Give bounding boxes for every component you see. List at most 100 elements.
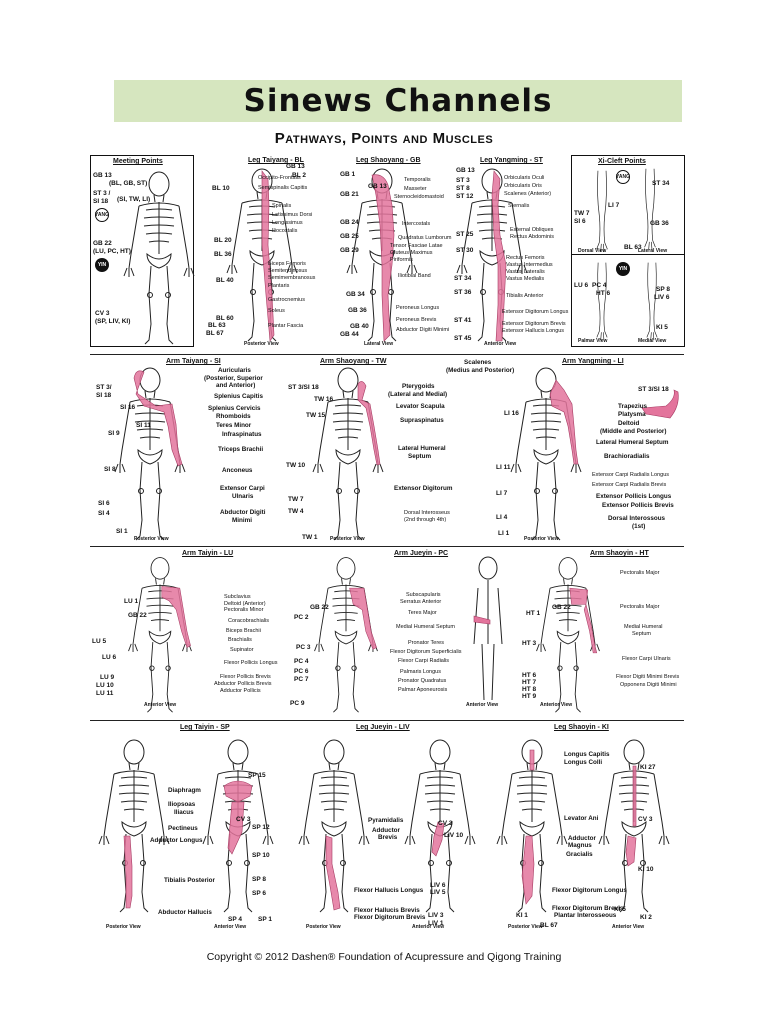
point-label: BL 63 — [624, 244, 642, 251]
panel-title: Leg Shaoyang - GB — [356, 157, 421, 164]
muscle-label: Pectoralis Major — [620, 604, 660, 610]
panel-title: Leg Yangming - ST — [480, 157, 543, 164]
muscle-label: Septum — [632, 631, 651, 637]
muscle-label: Teres Minor — [216, 422, 252, 429]
panel-title: Arm Shaoyang - TW — [320, 358, 387, 365]
muscle-label: Brachioradialis — [604, 453, 650, 460]
point-label: GB 29 — [340, 247, 359, 254]
muscle-label: Pectoralis Minor — [224, 607, 264, 613]
point-label: GB 13 — [456, 167, 475, 174]
muscle-label: Scalenes (Anterior) — [504, 191, 552, 197]
point-label: LI 7 — [496, 490, 508, 497]
skeleton-figure — [202, 739, 274, 913]
muscle-label: Spinalis — [272, 203, 292, 209]
point-label: ST 36 — [454, 289, 472, 296]
channel-highlight — [625, 765, 637, 867]
muscle-label: Extensor Carpi Radialis Longus — [592, 472, 670, 478]
muscle-label: Pronator Teres — [408, 640, 444, 646]
point-label: ST 30 — [456, 247, 474, 254]
muscle-label: Iliocostalis — [272, 228, 298, 234]
point-label: GB 13 — [368, 183, 387, 190]
muscle-label: Intercostals — [402, 221, 431, 227]
panel-leg-taiyang-bl: Leg Taiyang - BL GB 13 BL 2 BL 10 BL 20 … — [196, 155, 336, 347]
point-label: GB 40 — [350, 323, 369, 330]
point-label: TW 7 — [574, 210, 590, 217]
skeleton-figure — [536, 557, 600, 713]
muscle-label: Medial Humeral — [624, 624, 663, 630]
point-label: PC 9 — [290, 700, 305, 707]
point-label: ST 25 — [456, 231, 474, 238]
channel-highlight — [133, 370, 183, 467]
point-label: GB 22 — [310, 604, 329, 611]
point-label: ST 41 — [454, 317, 472, 324]
point-label: PC 6 — [294, 668, 309, 675]
muscle-label: Peroneus Brevis — [396, 317, 437, 323]
point-label: LU 10 — [96, 682, 114, 689]
muscle-label: Infraspinatus — [222, 431, 262, 438]
muscle-label: Pronator Quadratus — [398, 678, 447, 684]
meeting-skeleton — [123, 171, 195, 345]
point-label: (LU, PC, HT) — [93, 248, 131, 255]
muscle-label: Flexor Carpi Ulnaris — [622, 656, 671, 662]
channel-highlight — [261, 170, 275, 342]
muscle-label: Opponens Digiti Minimi — [620, 682, 677, 688]
point-label: GB 44 — [340, 331, 359, 338]
page-title: Sinews Channels — [243, 83, 553, 119]
yin-badge: YIN — [616, 262, 630, 276]
point-label: PC 2 — [294, 614, 309, 621]
view-label: Anterior View — [540, 702, 573, 708]
muscle-label: Anconeus — [222, 467, 253, 474]
point-label: GB 13 — [93, 172, 112, 179]
muscle-label: Pyramidalis — [368, 817, 404, 824]
point-label: HT 8 — [522, 686, 537, 693]
point-label: TW 10 — [286, 462, 306, 469]
point-label: PC 4 — [294, 658, 309, 665]
muscle-label: Flexor Digitorum Brevis — [552, 905, 624, 912]
head-highlight — [641, 389, 679, 419]
muscle-label: Lateral Humeral — [398, 445, 446, 452]
skeleton-figure — [404, 739, 476, 913]
point-label: CV 3 — [95, 310, 110, 317]
muscle-label: Dorsal Interossous — [608, 515, 666, 522]
muscle-label: Flexor Pollicis Longus — [224, 660, 278, 666]
muscle-label: Brevis — [378, 834, 398, 841]
point-label: SP 12 — [252, 824, 270, 831]
panel-title: Leg Taiyang - BL — [248, 157, 304, 164]
muscle-label: (Middle and Posterior) — [600, 428, 667, 435]
point-label: TW 4 — [288, 508, 304, 515]
point-label: GB 22 — [93, 240, 112, 247]
point-label: SI 9 — [108, 430, 120, 437]
muscle-label: Flexor Digitorum Superficialis — [390, 649, 462, 655]
muscle-label: Lateral Humeral Septum — [596, 439, 669, 446]
skeleton-figure — [456, 168, 528, 342]
skeleton-figure — [98, 739, 170, 913]
skeleton-figure — [314, 557, 378, 713]
muscle-label: (Posterior, Superior — [204, 375, 263, 382]
point-label: ST 3 — [456, 177, 470, 184]
panel-title: Leg Jueyin - LIV — [356, 724, 410, 731]
view-label: Dorsal View — [578, 248, 607, 254]
point-label: HT 9 — [522, 693, 537, 700]
muscle-label: Medial Humeral Septum — [396, 624, 455, 630]
point-label: ST 45 — [454, 335, 472, 342]
muscle-label: Gastrocnemius — [268, 297, 305, 303]
muscle-label: Tensor Fasciae Latae — [390, 243, 443, 249]
muscle-label: Piriformis — [390, 257, 413, 263]
point-label: LI 4 — [496, 514, 508, 521]
muscle-label: Platysma — [618, 411, 646, 418]
panel-leg-yangming-st: Leg Yangming - ST GB 13 ST 3 ST 8 ST 12 … — [452, 155, 568, 347]
muscle-label: Plantar Fascia — [268, 323, 304, 329]
muscle-label: (2nd through 4th) — [404, 517, 447, 523]
xi-cleft-box: Xi-Cleft Points YANG YIN ST 34 LI 7 TW 7… — [571, 155, 685, 347]
skeleton-figure — [496, 739, 568, 913]
point-label: SP 1 — [258, 916, 272, 923]
panel-title: Arm Jueyin - PC — [394, 550, 449, 557]
muscle-label: Splenius Cervicis — [208, 405, 261, 412]
muscle-label: Ulnaris — [232, 493, 254, 500]
point-label: (BL, GB, ST) — [109, 180, 148, 187]
view-label: Anterior View — [484, 341, 517, 347]
muscle-label: Pectineus — [168, 825, 198, 832]
point-label: SP 8 — [656, 286, 670, 293]
meeting-points-box: Meeting Points GB 13 (BL, GB, ST) ST 3 /… — [90, 155, 195, 347]
muscle-label: Coracobrachialis — [228, 618, 269, 624]
